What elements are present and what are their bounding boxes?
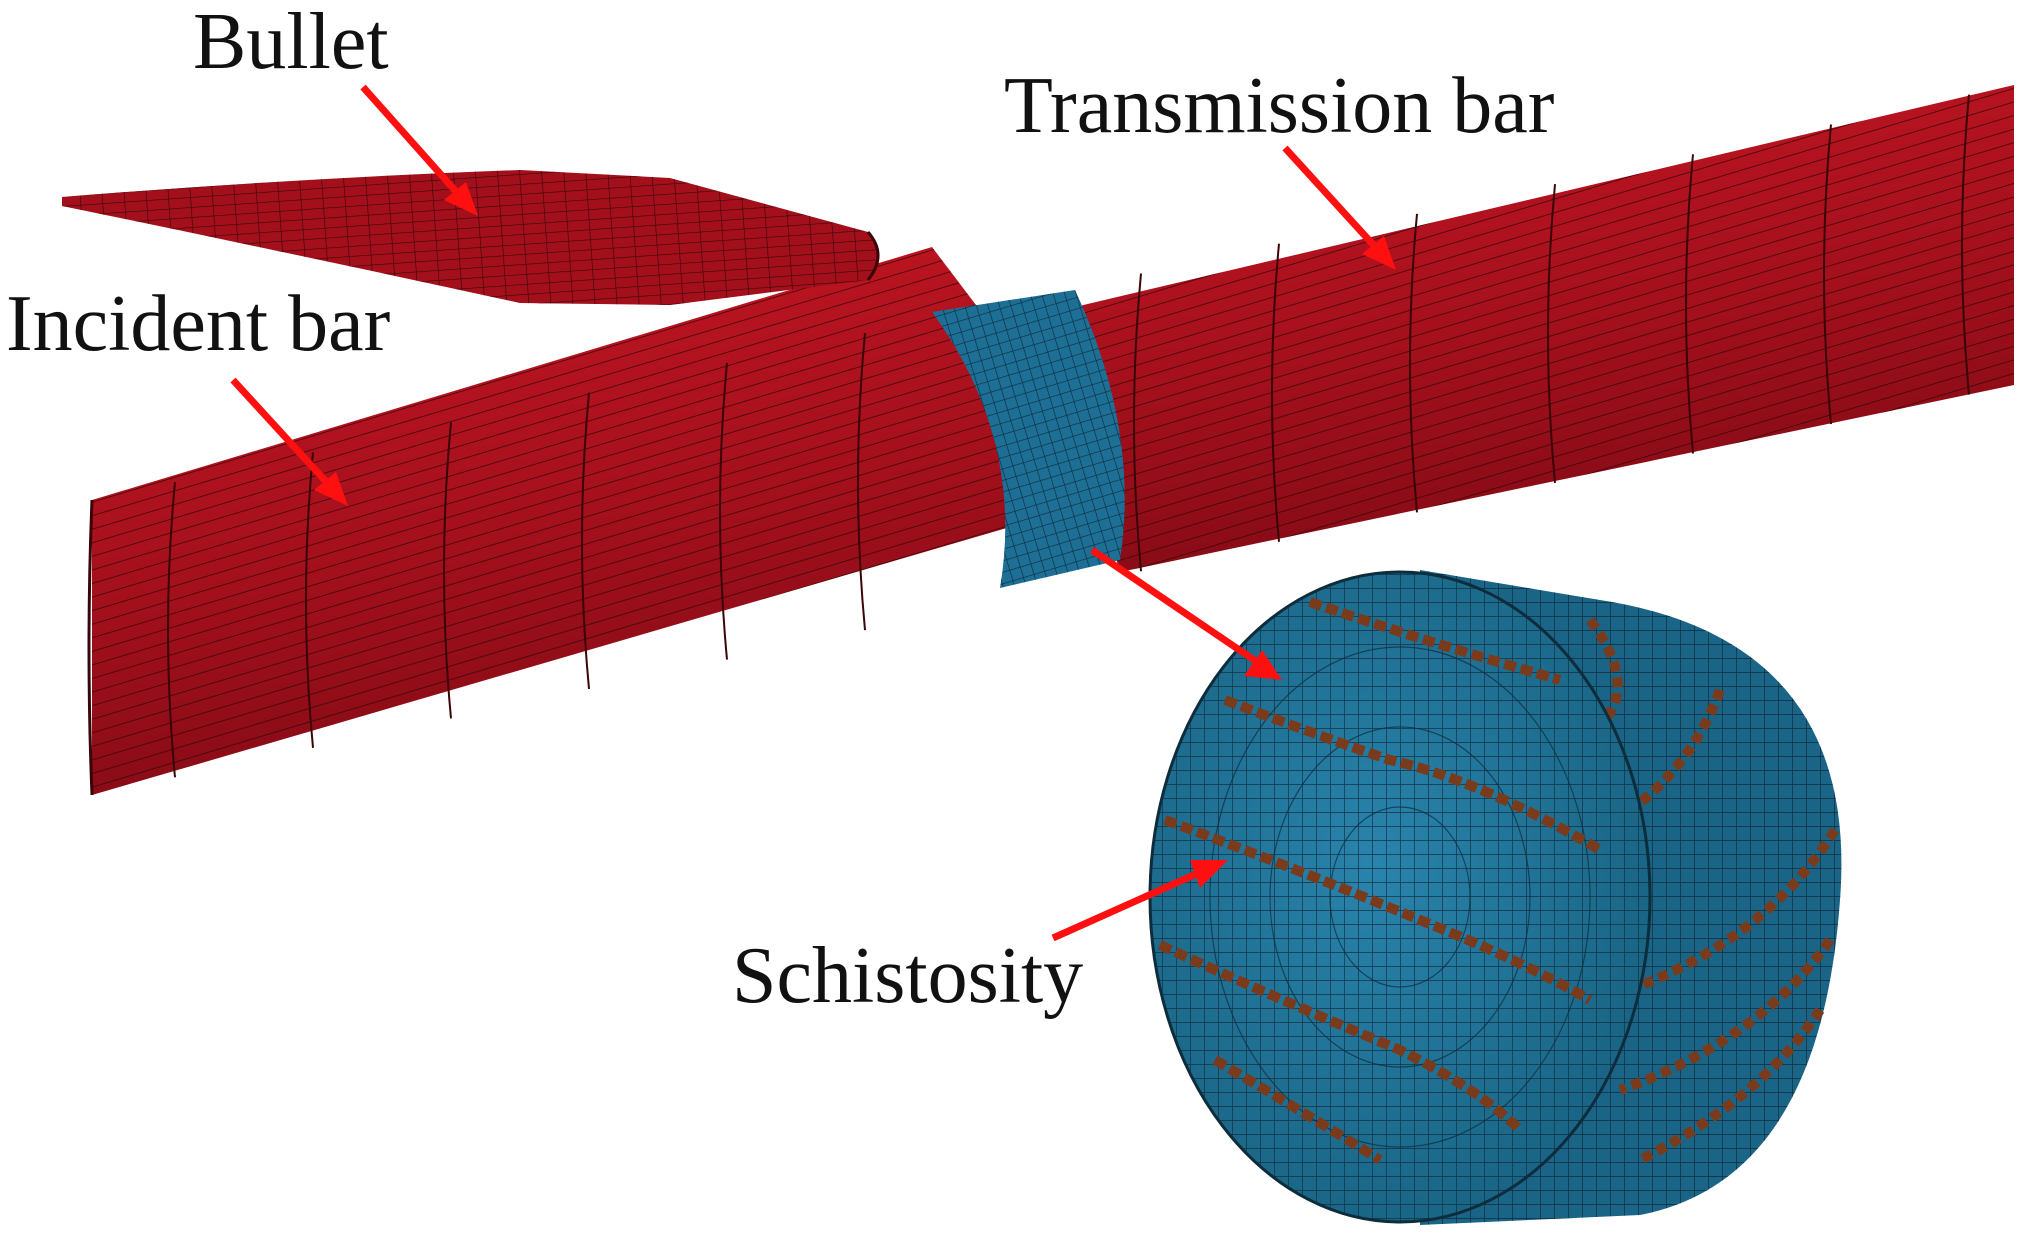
- specimen-zoom: [1148, 570, 1842, 1225]
- schistosity-bands: [1157, 597, 1603, 1165]
- bullet-label: Bullet: [193, 0, 389, 86]
- incident-bar-label: Incident bar: [6, 280, 390, 368]
- bar-ring-line: [1133, 273, 1142, 572]
- bar-ring-line: [1685, 154, 1694, 454]
- bar-ring-line: [581, 392, 590, 690]
- transmission-bar-label: Transmission bar: [1004, 62, 1554, 150]
- bar-ring-line: [167, 481, 176, 778]
- face-radial-mesh: [1209, 646, 1591, 1148]
- bar-ring-line: [305, 452, 314, 748]
- bar-ring-line: [1823, 124, 1832, 425]
- bullet: [62, 170, 880, 305]
- bullet-arrow: [360, 84, 478, 216]
- incident-bar-end: [87, 499, 94, 796]
- callout-arrows: [230, 84, 1396, 942]
- schistosity-label: Schistosity: [732, 932, 1083, 1020]
- bar-ring-line: [1271, 243, 1280, 542]
- bar-ring-line: [1961, 94, 1970, 395]
- bar-ring-line: [857, 332, 866, 631]
- incident-bar-arrow: [230, 377, 348, 506]
- bar-ring-line: [1409, 213, 1418, 513]
- bar-ring-lines: [167, 94, 1970, 778]
- bar-assembly: [87, 85, 2014, 796]
- transmission-bar-arrow: [1282, 145, 1396, 270]
- bar-ring-line: [1547, 184, 1556, 484]
- bar-ring-line: [443, 422, 452, 719]
- specimen-zoom-arrow: [1090, 547, 1282, 680]
- bar-ring-line: [719, 362, 728, 660]
- schistosity-arrow: [1051, 860, 1228, 942]
